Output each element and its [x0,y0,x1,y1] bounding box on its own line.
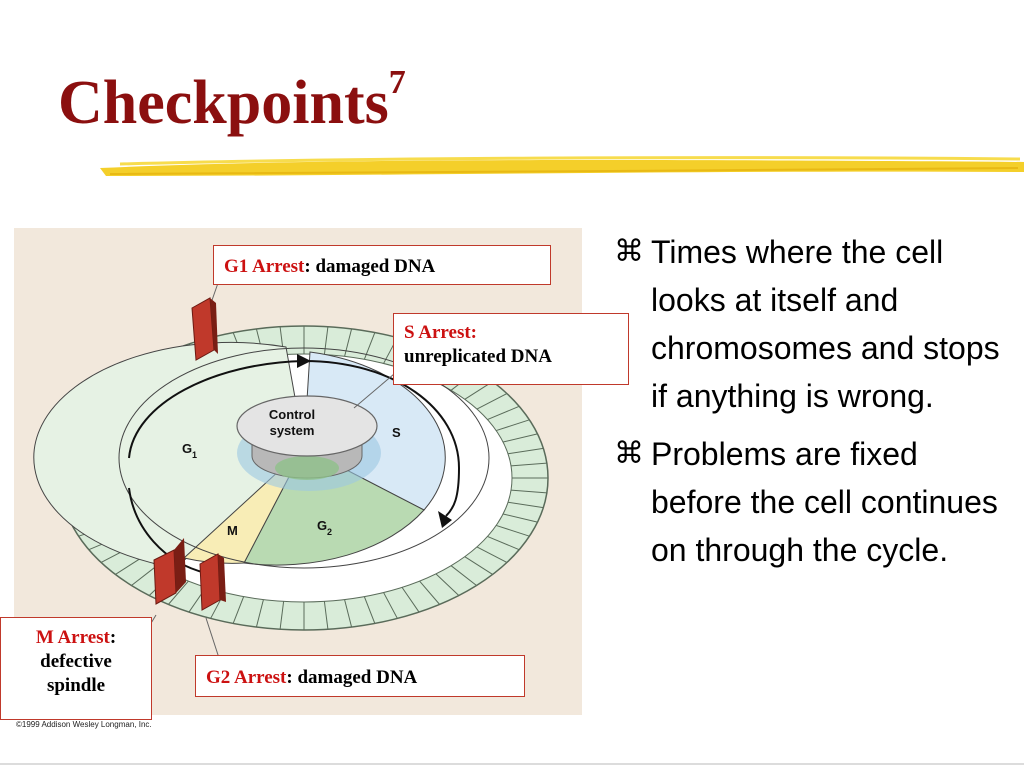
g2-checkpoint-gate [199,553,226,611]
ring-segment-line [496,524,530,537]
ring-segment-line [363,596,376,624]
ring-segment-line [255,599,264,628]
z-bullet-icon: ⌘ [614,234,644,269]
ring-segment-line [464,556,493,575]
ring-segment-line [383,592,398,619]
g2-arrest-reason: : damaged DNA [286,667,418,688]
ring-segment-line [476,393,508,410]
ring-segment-line [476,546,508,563]
g1-arrest-reason: : damaged DNA [304,256,436,277]
m-checkpoint-gate [153,538,186,605]
phase-g2-label: G [317,518,327,533]
title-superscript: 7 [388,64,406,102]
hub-label-line1: Control [269,407,315,422]
m-arrest-reason-line1: defective [40,650,112,672]
ring-segment-line [401,587,420,613]
ring-segment-line [232,596,245,624]
ring-segment-line [323,601,329,630]
g1-checkpoint-gate [191,297,218,361]
s-arrest-label: S Arrest: [404,322,477,343]
m-arrest-colon: : [109,627,117,648]
phase-m-label: M [227,523,238,538]
g2-arrest-callout: G2 Arrest: damaged DNA [195,655,525,697]
ring-segment-line [487,405,520,421]
g1-arrest-callout: G1 Arrest: damaged DNA [213,245,551,285]
bullet-item: ⌘Problems are fixed before the cell cont… [614,430,1014,574]
ring-segment-line [507,501,544,509]
ring-segment-line [487,535,520,551]
bullet-item: ⌘Times where the cell looks at itself an… [614,228,1014,420]
ring-segment-line [279,601,285,630]
arrowhead-right [438,511,452,528]
slide-title: Checkpoints7 [58,66,406,137]
g2-connector [205,617,220,659]
ring-segment-line [510,489,547,494]
title-underline-brushstroke [100,156,1024,176]
ring-segment-line [344,328,353,357]
copyright-notice: ©1999 Addison Wesley Longman, Inc. [16,720,152,729]
bullet-text: Times where the cell looks at itself and… [651,234,1000,414]
cycle-arrow [128,359,461,517]
s-arrest-callout: S Arrest:unreplicated DNA [393,313,629,385]
m-arrest-label: M Arrest [35,627,110,648]
control-system-hub [236,395,378,457]
ring-segment-line [502,513,538,523]
slide-title-text: Checkpoints [58,69,389,137]
s-arrest-reason: unreplicated DNA [404,345,552,367]
phase-s-label: S [392,425,401,440]
ring-segment-line [510,462,547,467]
ring-segment-line [507,447,544,455]
arrowhead-top [297,354,311,368]
hub-label-line2: system [270,423,315,438]
ring-segment-line [502,433,538,443]
ring-segment-line [435,573,460,596]
m-arrest-reason-line2: spindle [46,674,106,696]
ring-segment-line [496,419,530,432]
z-bullet-icon: ⌘ [614,436,644,471]
g1-arrest-label: G1 Arrest [224,256,305,277]
g2-arrest-label: G2 Arrest [206,667,287,688]
ring-segment-line [168,580,189,605]
phase-g1-label: G [182,441,192,456]
bullet-list: ⌘Times where the cell looks at itself an… [614,228,1014,584]
ring-segment-line [131,565,158,586]
bullet-text: Problems are fixed before the cell conti… [651,436,998,568]
ring-segment-line [450,565,477,586]
footer-divider [0,763,1024,765]
ring-segment-line [419,580,440,605]
phase-g2-subscript: 2 [327,527,332,537]
cell-cycle-figure: Control system G 1 S G 2 M [33,282,549,659]
phase-g1-subscript: 1 [192,450,197,460]
ring-segment-line [344,599,353,628]
cell-cycle-diagram: Control system G 1 S G 2 M [14,228,582,715]
ring-segment-line [323,326,329,355]
